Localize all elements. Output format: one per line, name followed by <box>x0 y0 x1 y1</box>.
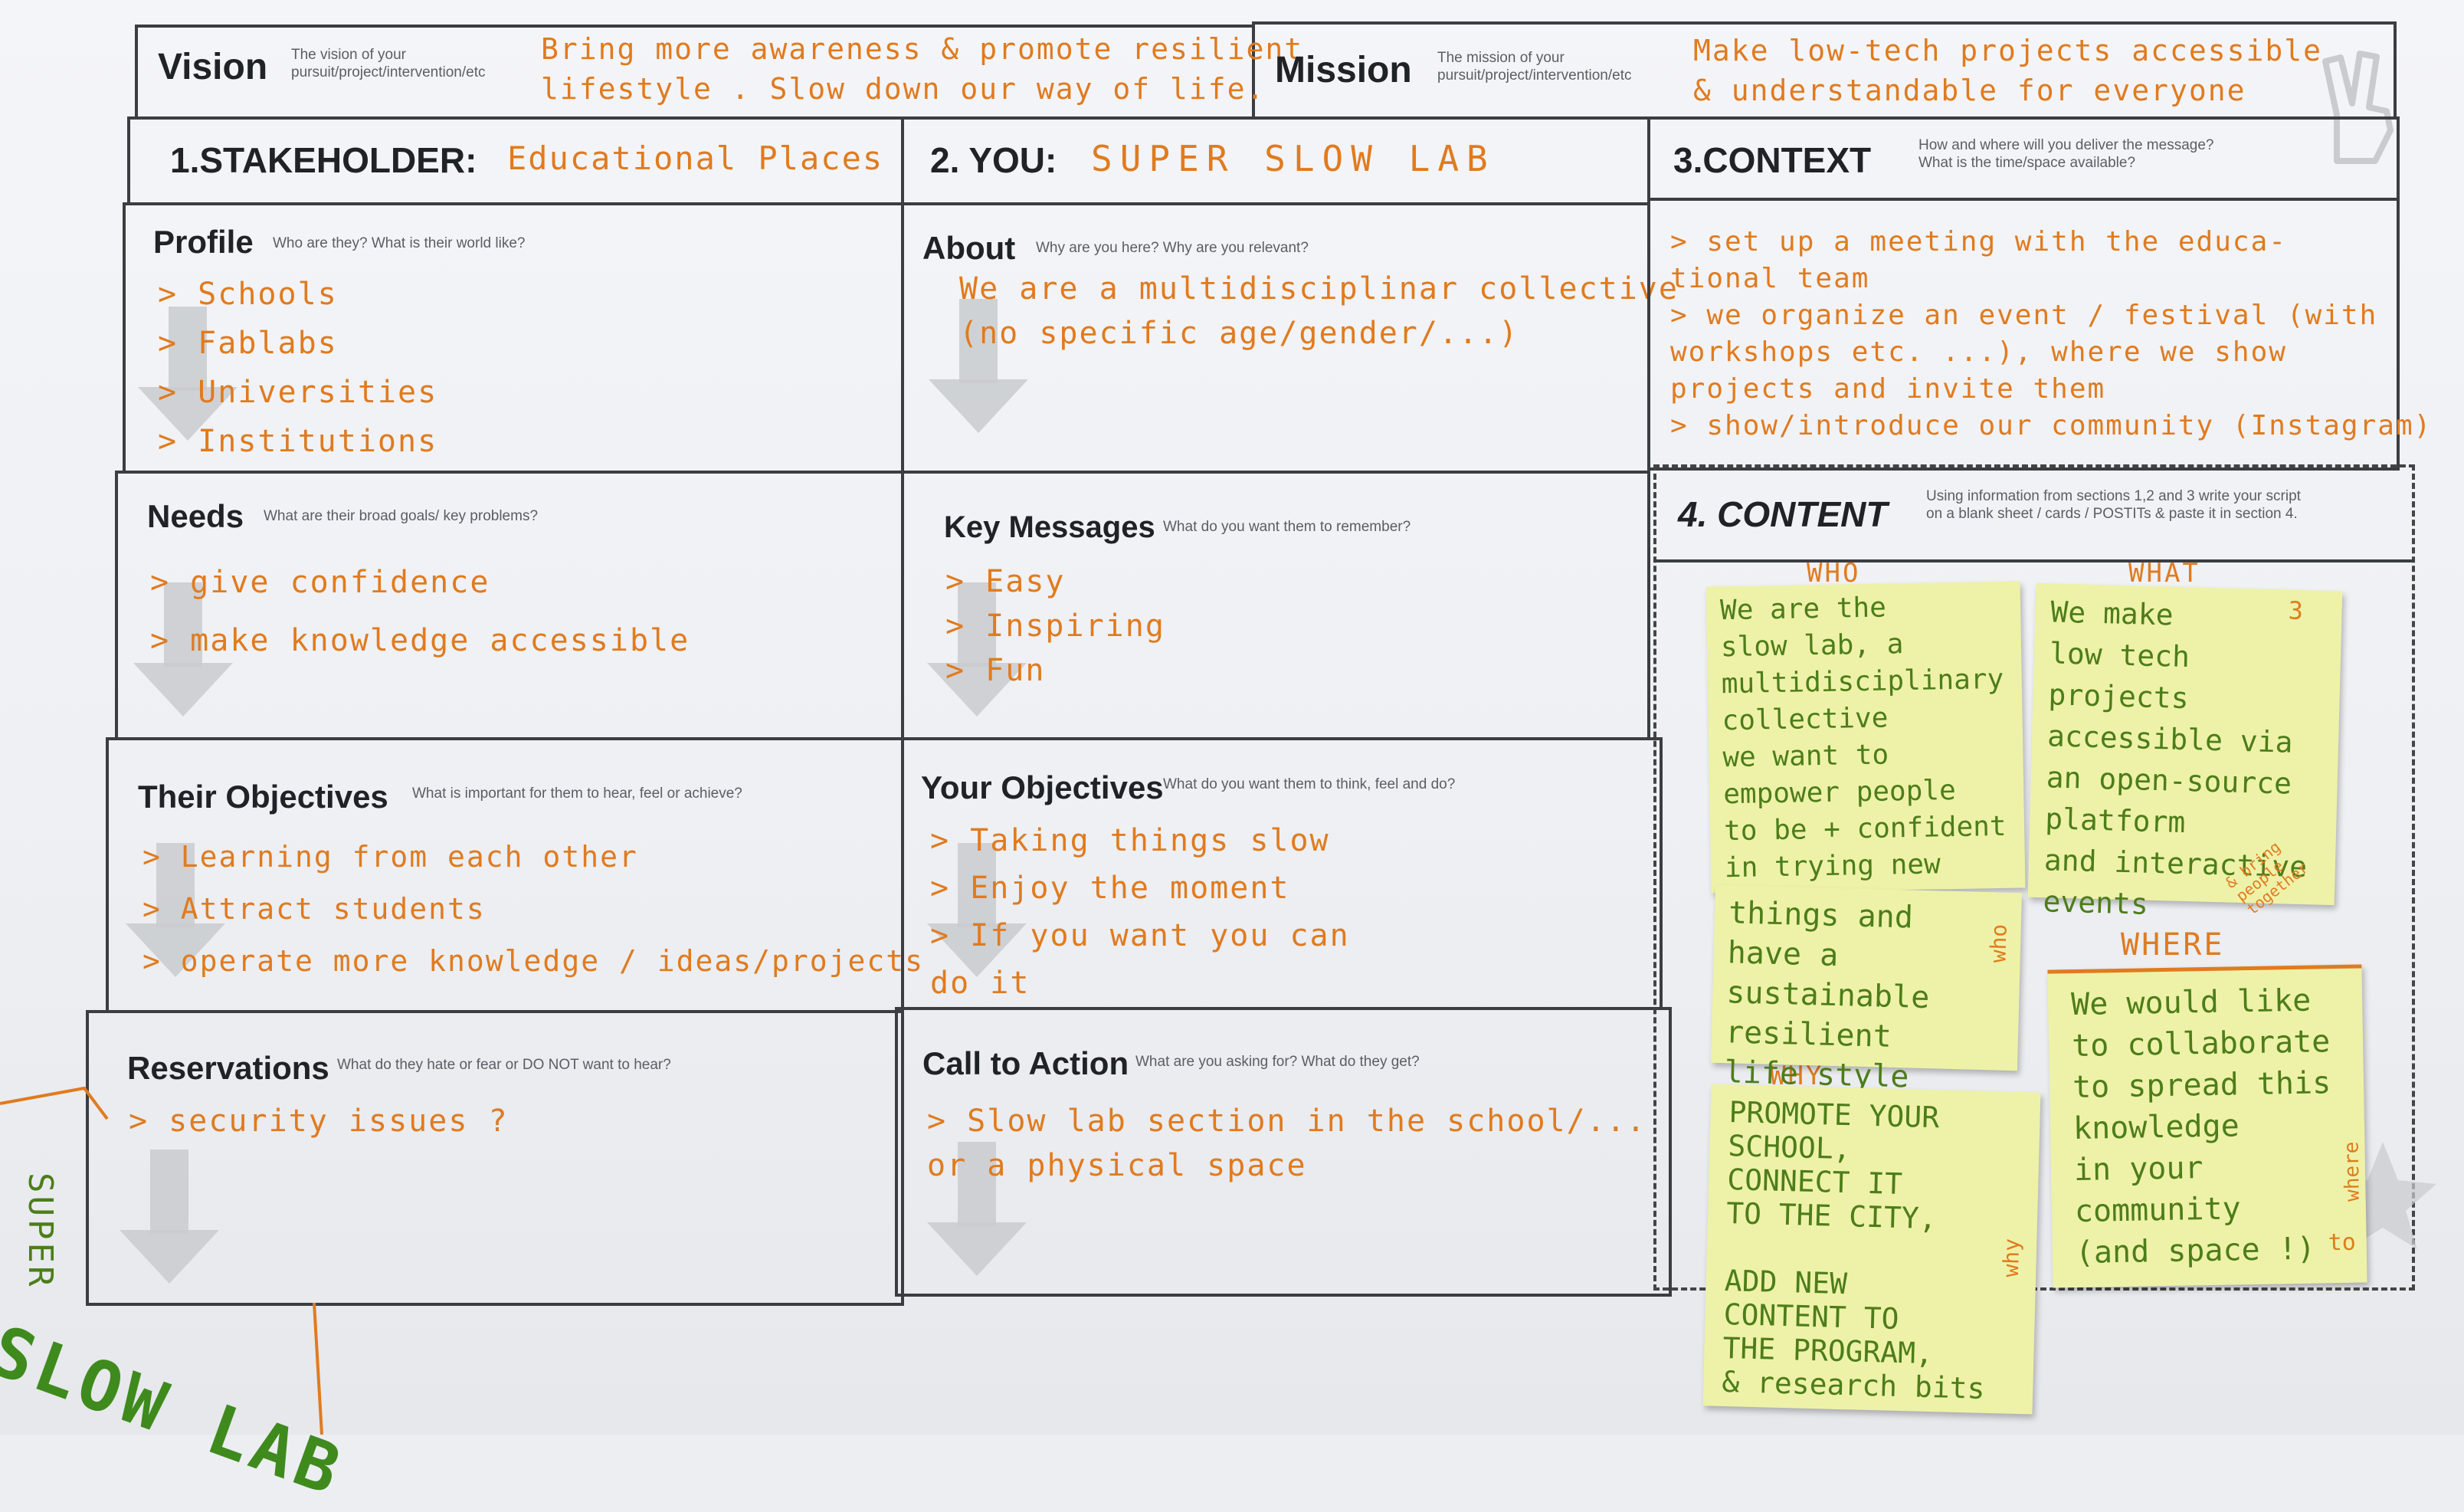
you-title: 2. YOU: <box>930 140 1057 180</box>
your-objectives-title: Your Objectives <box>921 769 1164 805</box>
down-arrow-icon <box>927 1142 1027 1276</box>
postit-who-2-text: things and have a sustainable resilient … <box>1724 895 1930 1095</box>
content-title: 4. CONTENT <box>1678 494 1888 534</box>
postit-what: We make low tech projects accessible via… <box>2027 582 2343 921</box>
down-arrow-icon <box>133 582 233 717</box>
context-text: > set up a meeting with the educa- tiona… <box>1670 226 2433 441</box>
needs-text: > give confidence > make knowledge acces… <box>150 565 690 658</box>
key-messages-hint: What do you want them to remember? <box>1163 519 1411 535</box>
mission-title: Mission <box>1275 50 1412 90</box>
stakeholder-title: 1.STAKEHOLDER: <box>170 140 477 180</box>
profile-hint: Who are they? What is their world like? <box>273 235 526 251</box>
down-arrow-icon <box>927 843 1027 977</box>
about-text: We are a multidisciplinar collective (no… <box>959 271 1679 351</box>
reservations-title: Reservations <box>127 1050 329 1086</box>
postit-why: PROMOTE YOUR SCHOOL, CONNECT IT TO THE C… <box>1702 1084 2041 1415</box>
down-arrow-icon <box>138 307 238 441</box>
where-label: WHERE <box>2121 927 2225 963</box>
profile-text: > Schools > Fablabs > Universities > Ins… <box>158 277 438 459</box>
peace-hand-icon <box>2322 51 2394 164</box>
postit-who-2-tag: who <box>1985 923 2012 963</box>
down-arrow-icon <box>126 843 225 977</box>
down-arrow-icon <box>927 582 1027 717</box>
your-objectives-hint: What do you want them to think, feel and… <box>1163 776 1456 792</box>
postit-who-2: things and have a sustainable resilient … <box>1711 884 2022 1094</box>
down-arrow-icon <box>120 1150 219 1284</box>
reservations-cell <box>86 1010 904 1306</box>
call-to-action-hint: What are you asking for? What do they ge… <box>1135 1054 1420 1070</box>
their-objectives-hint: What is important for them to hear, feel… <box>412 786 742 802</box>
postit-where-tag: where <box>2340 1141 2364 1202</box>
vision-title: Vision <box>158 47 268 87</box>
key-messages-title: Key Messages <box>944 510 1155 544</box>
call-to-action-title: Call to Action <box>922 1045 1129 1081</box>
margin-sign-line1: SUPER <box>21 1173 60 1290</box>
reservations-hint: What do they hate or fear or DO NOT want… <box>337 1057 671 1073</box>
vision-hint: The vision of your pursuit/project/inter… <box>291 47 486 80</box>
margin-sign-outline <box>0 1086 323 1435</box>
key-messages-text: > Easy > Inspiring > Fun <box>945 564 1165 688</box>
call-to-action-text: > Slow lab section in the school/... or … <box>927 1104 1646 1183</box>
mission-hint: The mission of your pursuit/project/inte… <box>1437 50 1632 84</box>
content-hint: Using information from sections 1,2 and … <box>1926 488 2301 522</box>
context-cell <box>1647 198 2400 471</box>
mission-text: Make low-tech projects accessible & unde… <box>1693 34 2322 107</box>
call-to-action-cell <box>895 1007 1672 1297</box>
about-hint: Why are you here? Why are you relevant? <box>1036 240 1309 256</box>
down-arrow-icon <box>929 299 1028 433</box>
you-value: SUPER SLOW LAB <box>1091 138 1496 179</box>
needs-title: Needs <box>147 498 244 534</box>
their-objectives-text: > Learning from each other > Attract stu… <box>143 840 924 978</box>
postit-where-to: to <box>2328 1228 2357 1257</box>
postit-what-num: 3 <box>2288 595 2304 625</box>
their-objectives-title: Their Objectives <box>138 779 388 815</box>
context-title: 3.CONTEXT <box>1673 140 1872 180</box>
postit-where-text: We would like to collaborate to spread t… <box>2070 982 2331 1271</box>
your-objectives-text: > Taking things slow > Enjoy the moment … <box>930 823 1350 1001</box>
what-label: WHAT <box>2128 558 2200 589</box>
context-hint: How and where will you deliver the messa… <box>1918 137 2214 171</box>
content-header <box>1653 467 2415 562</box>
about-title: About <box>922 230 1016 266</box>
postit-why-tag: why <box>1997 1238 2025 1277</box>
postit-who-1: We are the slow lab, a multidisciplinary… <box>1705 581 2026 894</box>
vision-text: Bring more awareness & promote resilient… <box>541 32 1304 106</box>
stakeholder-value: Educational Places <box>507 139 884 177</box>
star-icon <box>2329 1142 2436 1249</box>
profile-title: Profile <box>153 224 254 260</box>
needs-hint: What are their broad goals/ key problems… <box>264 508 539 524</box>
postit-where: We would like to collaborate to spread t… <box>2047 964 2367 1288</box>
postit-who-1-text: We are the slow lab, a multidisciplinary… <box>1719 592 2007 884</box>
postit-why-text: PROMOTE YOUR SCHOOL, CONNECT IT TO THE C… <box>1721 1095 1986 1405</box>
reservations-text: > security issues ? <box>129 1104 509 1139</box>
